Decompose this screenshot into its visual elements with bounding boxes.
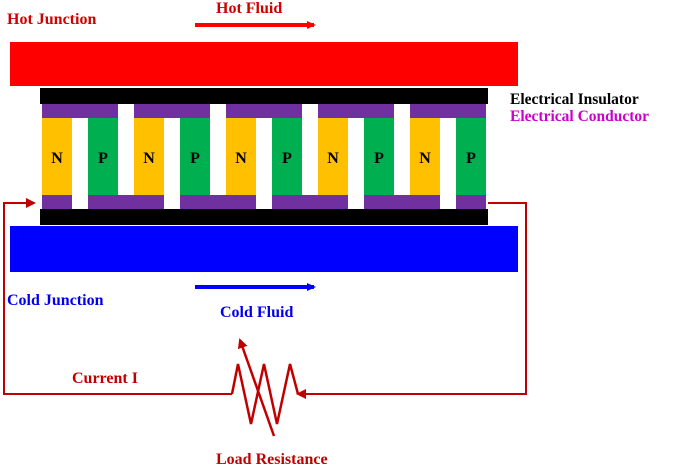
bottom-conductor — [272, 195, 348, 209]
leg-label: P — [98, 150, 108, 167]
top-insulator — [40, 88, 488, 104]
leg-p: P — [180, 118, 210, 195]
leg-label: P — [374, 150, 384, 167]
bottom-conductor — [42, 195, 72, 209]
top-conductor — [42, 104, 118, 118]
top-conductor — [318, 104, 394, 118]
top-conductors — [42, 104, 486, 118]
leg-label: N — [419, 150, 431, 167]
hot-junction-label: Hot Junction — [7, 11, 96, 28]
bottom-conductor — [456, 195, 486, 209]
bottom-conductors — [42, 195, 486, 209]
cold-fluid-label: Cold Fluid — [220, 304, 293, 321]
variable-resistance-arrow — [237, 338, 276, 437]
leg-body — [364, 118, 394, 195]
bottom-conductor — [88, 195, 164, 209]
leg-label: N — [51, 150, 63, 167]
leg-body — [272, 118, 302, 195]
leg-label: N — [327, 150, 339, 167]
leg-body — [456, 118, 486, 195]
leg-body — [226, 118, 256, 195]
leg-n: N — [226, 118, 256, 195]
circuit-wire — [296, 202, 527, 399]
circuit-wire-left — [3, 198, 232, 395]
bottom-conductor — [180, 195, 256, 209]
leg-label: P — [190, 150, 200, 167]
leg-label: N — [143, 150, 155, 167]
leg-label: N — [235, 150, 247, 167]
leg-p: P — [88, 118, 118, 195]
leg-body — [88, 118, 118, 195]
leg-n: N — [410, 118, 440, 195]
leg-n: N — [42, 118, 72, 195]
leg-p: P — [364, 118, 394, 195]
leg-n: N — [134, 118, 164, 195]
bottom-conductor — [364, 195, 440, 209]
leg-label: P — [466, 150, 476, 167]
current-label: Current I — [72, 370, 138, 387]
cold-junction-label: Cold Junction — [7, 292, 104, 309]
top-conductor — [134, 104, 210, 118]
leg-n: N — [318, 118, 348, 195]
electrical-insulator-label: Electrical Insulator — [510, 91, 639, 108]
leg-label: P — [282, 150, 292, 167]
load-resistance-label: Load Resistance — [216, 451, 328, 465]
leg-body — [180, 118, 210, 195]
cold-plate — [10, 226, 518, 272]
leg-body — [410, 118, 440, 195]
leg-body — [134, 118, 164, 195]
electrical-conductor-label: Electrical Conductor — [510, 108, 649, 125]
top-conductor — [226, 104, 302, 118]
hot-plate — [10, 42, 518, 86]
bottom-insulator — [40, 209, 488, 225]
leg-body — [42, 118, 72, 195]
hot-fluid-label: Hot Fluid — [216, 0, 282, 17]
leg-body — [318, 118, 348, 195]
leg-p: P — [272, 118, 302, 195]
top-conductor — [410, 104, 486, 118]
load-resistor — [230, 363, 300, 425]
leg-p: P — [456, 118, 486, 195]
